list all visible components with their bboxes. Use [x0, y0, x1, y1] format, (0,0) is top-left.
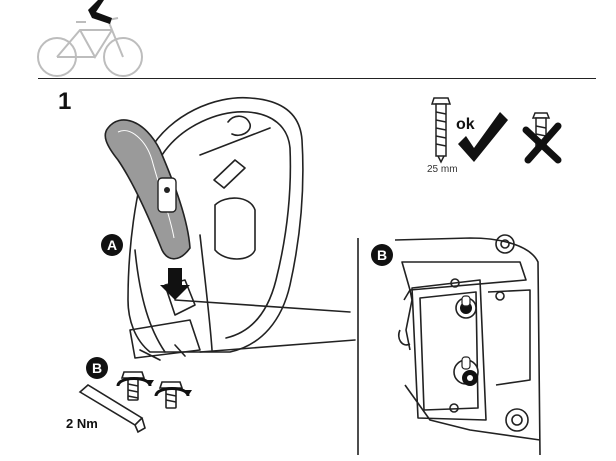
ok-label: ok [456, 116, 475, 133]
cross-icon [522, 122, 562, 164]
header-divider [38, 78, 596, 79]
child-seat-icon [88, 0, 112, 24]
screw-length-label: 25 mm [427, 164, 458, 175]
step-number: 1 [58, 88, 72, 115]
checkmark-icon [458, 112, 508, 162]
allen-key-icon [78, 384, 146, 434]
callout-b-left: B [86, 357, 108, 379]
torque-label: 2 Nm [66, 416, 98, 431]
callout-a: A [101, 234, 123, 256]
callout-b-detail: B [371, 244, 393, 266]
screw-icon [430, 97, 452, 164]
